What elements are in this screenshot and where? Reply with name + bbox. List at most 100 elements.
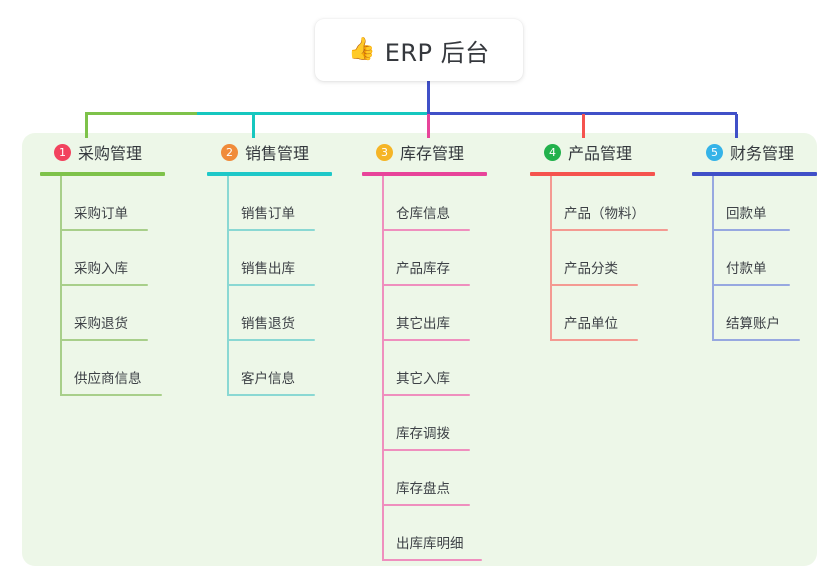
branch-spine-line bbox=[550, 176, 552, 341]
leaf-node[interactable]: 产品单位 bbox=[530, 286, 655, 341]
leaf-node[interactable]: 出库库明细 bbox=[362, 506, 487, 561]
bus-segment-2 bbox=[197, 112, 427, 115]
branch-item-list: 仓库信息产品库存其它出库其它入库库存调拨库存盘点出库库明细 bbox=[362, 176, 487, 561]
branch-header-rule bbox=[40, 172, 165, 176]
leaf-node-rule bbox=[227, 394, 315, 396]
drop-line-1 bbox=[85, 114, 88, 138]
leaf-node[interactable]: 库存调拨 bbox=[362, 396, 487, 451]
branch-header-rule bbox=[362, 172, 487, 176]
leaf-node-rule bbox=[382, 339, 470, 341]
branch-item-list: 产品（物料） 产品分类产品单位 bbox=[530, 176, 668, 341]
drop-line-5 bbox=[735, 114, 738, 138]
leaf-node[interactable]: 产品（物料） bbox=[530, 176, 668, 231]
leaf-node-rule bbox=[382, 284, 470, 286]
bus-segment-1 bbox=[85, 112, 197, 115]
branch-header-库存管理[interactable]: 3 库存管理 bbox=[362, 133, 487, 171]
leaf-node-rule bbox=[712, 339, 800, 341]
leaf-node[interactable]: 付款单 bbox=[692, 231, 817, 286]
leaf-node-rule bbox=[382, 229, 470, 231]
branch-header-产品管理[interactable]: 4 产品管理 bbox=[530, 133, 655, 171]
leaf-node-label: 产品（物料） bbox=[564, 206, 645, 222]
branch-number-badge: 4 bbox=[544, 143, 561, 161]
leaf-node[interactable]: 库存盘点 bbox=[362, 451, 487, 506]
leaf-node-rule bbox=[550, 229, 668, 231]
leaf-node-rule bbox=[60, 339, 148, 341]
branch-header-销售管理[interactable]: 2 销售管理 bbox=[207, 133, 332, 171]
leaf-node-label: 销售退货 bbox=[241, 316, 295, 332]
branch-spine-line bbox=[60, 176, 62, 396]
bus-segment-3 bbox=[427, 112, 737, 115]
branch-column-销售管理: 2 销售管理销售订单销售出库销售退货客户信息 bbox=[207, 133, 332, 396]
branch-title: 采购管理 bbox=[78, 144, 143, 163]
leaf-node-label: 产品分类 bbox=[564, 261, 618, 277]
root-node-card[interactable]: 👍 ERP 后台 bbox=[315, 19, 523, 81]
branch-header-rule bbox=[530, 172, 655, 176]
branch-column-库存管理: 3 库存管理仓库信息产品库存其它出库其它入库库存调拨库存盘点出库库明细 bbox=[362, 133, 487, 561]
branch-header-rule bbox=[207, 172, 332, 176]
leaf-node[interactable]: 产品分类 bbox=[530, 231, 655, 286]
leaf-node-label: 库存盘点 bbox=[396, 481, 450, 497]
leaf-node-label: 出库库明细 bbox=[396, 536, 464, 552]
leaf-node-rule bbox=[712, 229, 790, 231]
branch-item-list: 采购订单采购入库采购退货供应商信息 bbox=[40, 176, 165, 396]
leaf-node[interactable]: 仓库信息 bbox=[362, 176, 487, 231]
leaf-node-label: 采购订单 bbox=[74, 206, 128, 222]
drop-line-2 bbox=[252, 114, 255, 138]
branch-title: 销售管理 bbox=[245, 144, 310, 163]
branch-number-badge: 5 bbox=[706, 143, 723, 161]
leaf-node[interactable]: 销售订单 bbox=[207, 176, 332, 231]
leaf-node-rule bbox=[60, 229, 148, 231]
leaf-node[interactable]: 采购入库 bbox=[40, 231, 165, 286]
leaf-node-label: 销售订单 bbox=[241, 206, 295, 222]
leaf-node[interactable]: 销售退货 bbox=[207, 286, 332, 341]
leaf-node-rule bbox=[227, 339, 315, 341]
diagram-panel-background bbox=[22, 133, 817, 566]
leaf-node[interactable]: 供应商信息 bbox=[40, 341, 165, 396]
leaf-node-rule bbox=[550, 284, 638, 286]
leaf-node-rule bbox=[227, 229, 315, 231]
leaf-node-rule bbox=[227, 284, 315, 286]
branch-number-badge: 2 bbox=[221, 143, 238, 161]
leaf-node-label: 采购入库 bbox=[74, 261, 128, 277]
branch-spine-line bbox=[227, 176, 229, 396]
leaf-node-label: 产品单位 bbox=[564, 316, 618, 332]
leaf-node-rule bbox=[60, 394, 162, 396]
leaf-node[interactable]: 采购退货 bbox=[40, 286, 165, 341]
root-node-title: ERP 后台 bbox=[384, 38, 490, 67]
leaf-node-label: 供应商信息 bbox=[74, 371, 142, 387]
leaf-node-rule bbox=[712, 284, 790, 286]
leaf-node-rule bbox=[60, 284, 148, 286]
leaf-node[interactable]: 产品库存 bbox=[362, 231, 487, 286]
leaf-node-label: 产品库存 bbox=[396, 261, 450, 277]
branch-column-产品管理: 4 产品管理产品（物料） 产品分类产品单位 bbox=[530, 133, 668, 341]
leaf-node[interactable]: 回款单 bbox=[692, 176, 817, 231]
leaf-node[interactable]: 采购订单 bbox=[40, 176, 165, 231]
drop-line-4 bbox=[582, 114, 585, 138]
branch-title: 库存管理 bbox=[400, 144, 465, 163]
leaf-node-label: 采购退货 bbox=[74, 316, 128, 332]
leaf-node-rule bbox=[382, 449, 470, 451]
leaf-node[interactable]: 结算账户 bbox=[692, 286, 817, 341]
leaf-node-rule bbox=[382, 394, 470, 396]
leaf-node[interactable]: 销售出库 bbox=[207, 231, 332, 286]
branch-item-list: 回款单付款单结算账户 bbox=[692, 176, 817, 341]
leaf-node-label: 其它入库 bbox=[396, 371, 450, 387]
leaf-node[interactable]: 其它入库 bbox=[362, 341, 487, 396]
leaf-node-label: 客户信息 bbox=[241, 371, 295, 387]
leaf-node[interactable]: 客户信息 bbox=[207, 341, 332, 396]
leaf-node-label: 其它出库 bbox=[396, 316, 450, 332]
leaf-node-label: 销售出库 bbox=[241, 261, 295, 277]
branch-number-badge: 3 bbox=[376, 143, 393, 161]
leaf-node-rule bbox=[382, 504, 470, 506]
leaf-node-rule bbox=[382, 559, 482, 561]
leaf-node-rule bbox=[550, 339, 638, 341]
leaf-node-label: 回款单 bbox=[726, 206, 767, 222]
branch-title: 产品管理 bbox=[568, 144, 633, 163]
drop-line-3 bbox=[427, 114, 430, 138]
leaf-node[interactable]: 其它出库 bbox=[362, 286, 487, 341]
